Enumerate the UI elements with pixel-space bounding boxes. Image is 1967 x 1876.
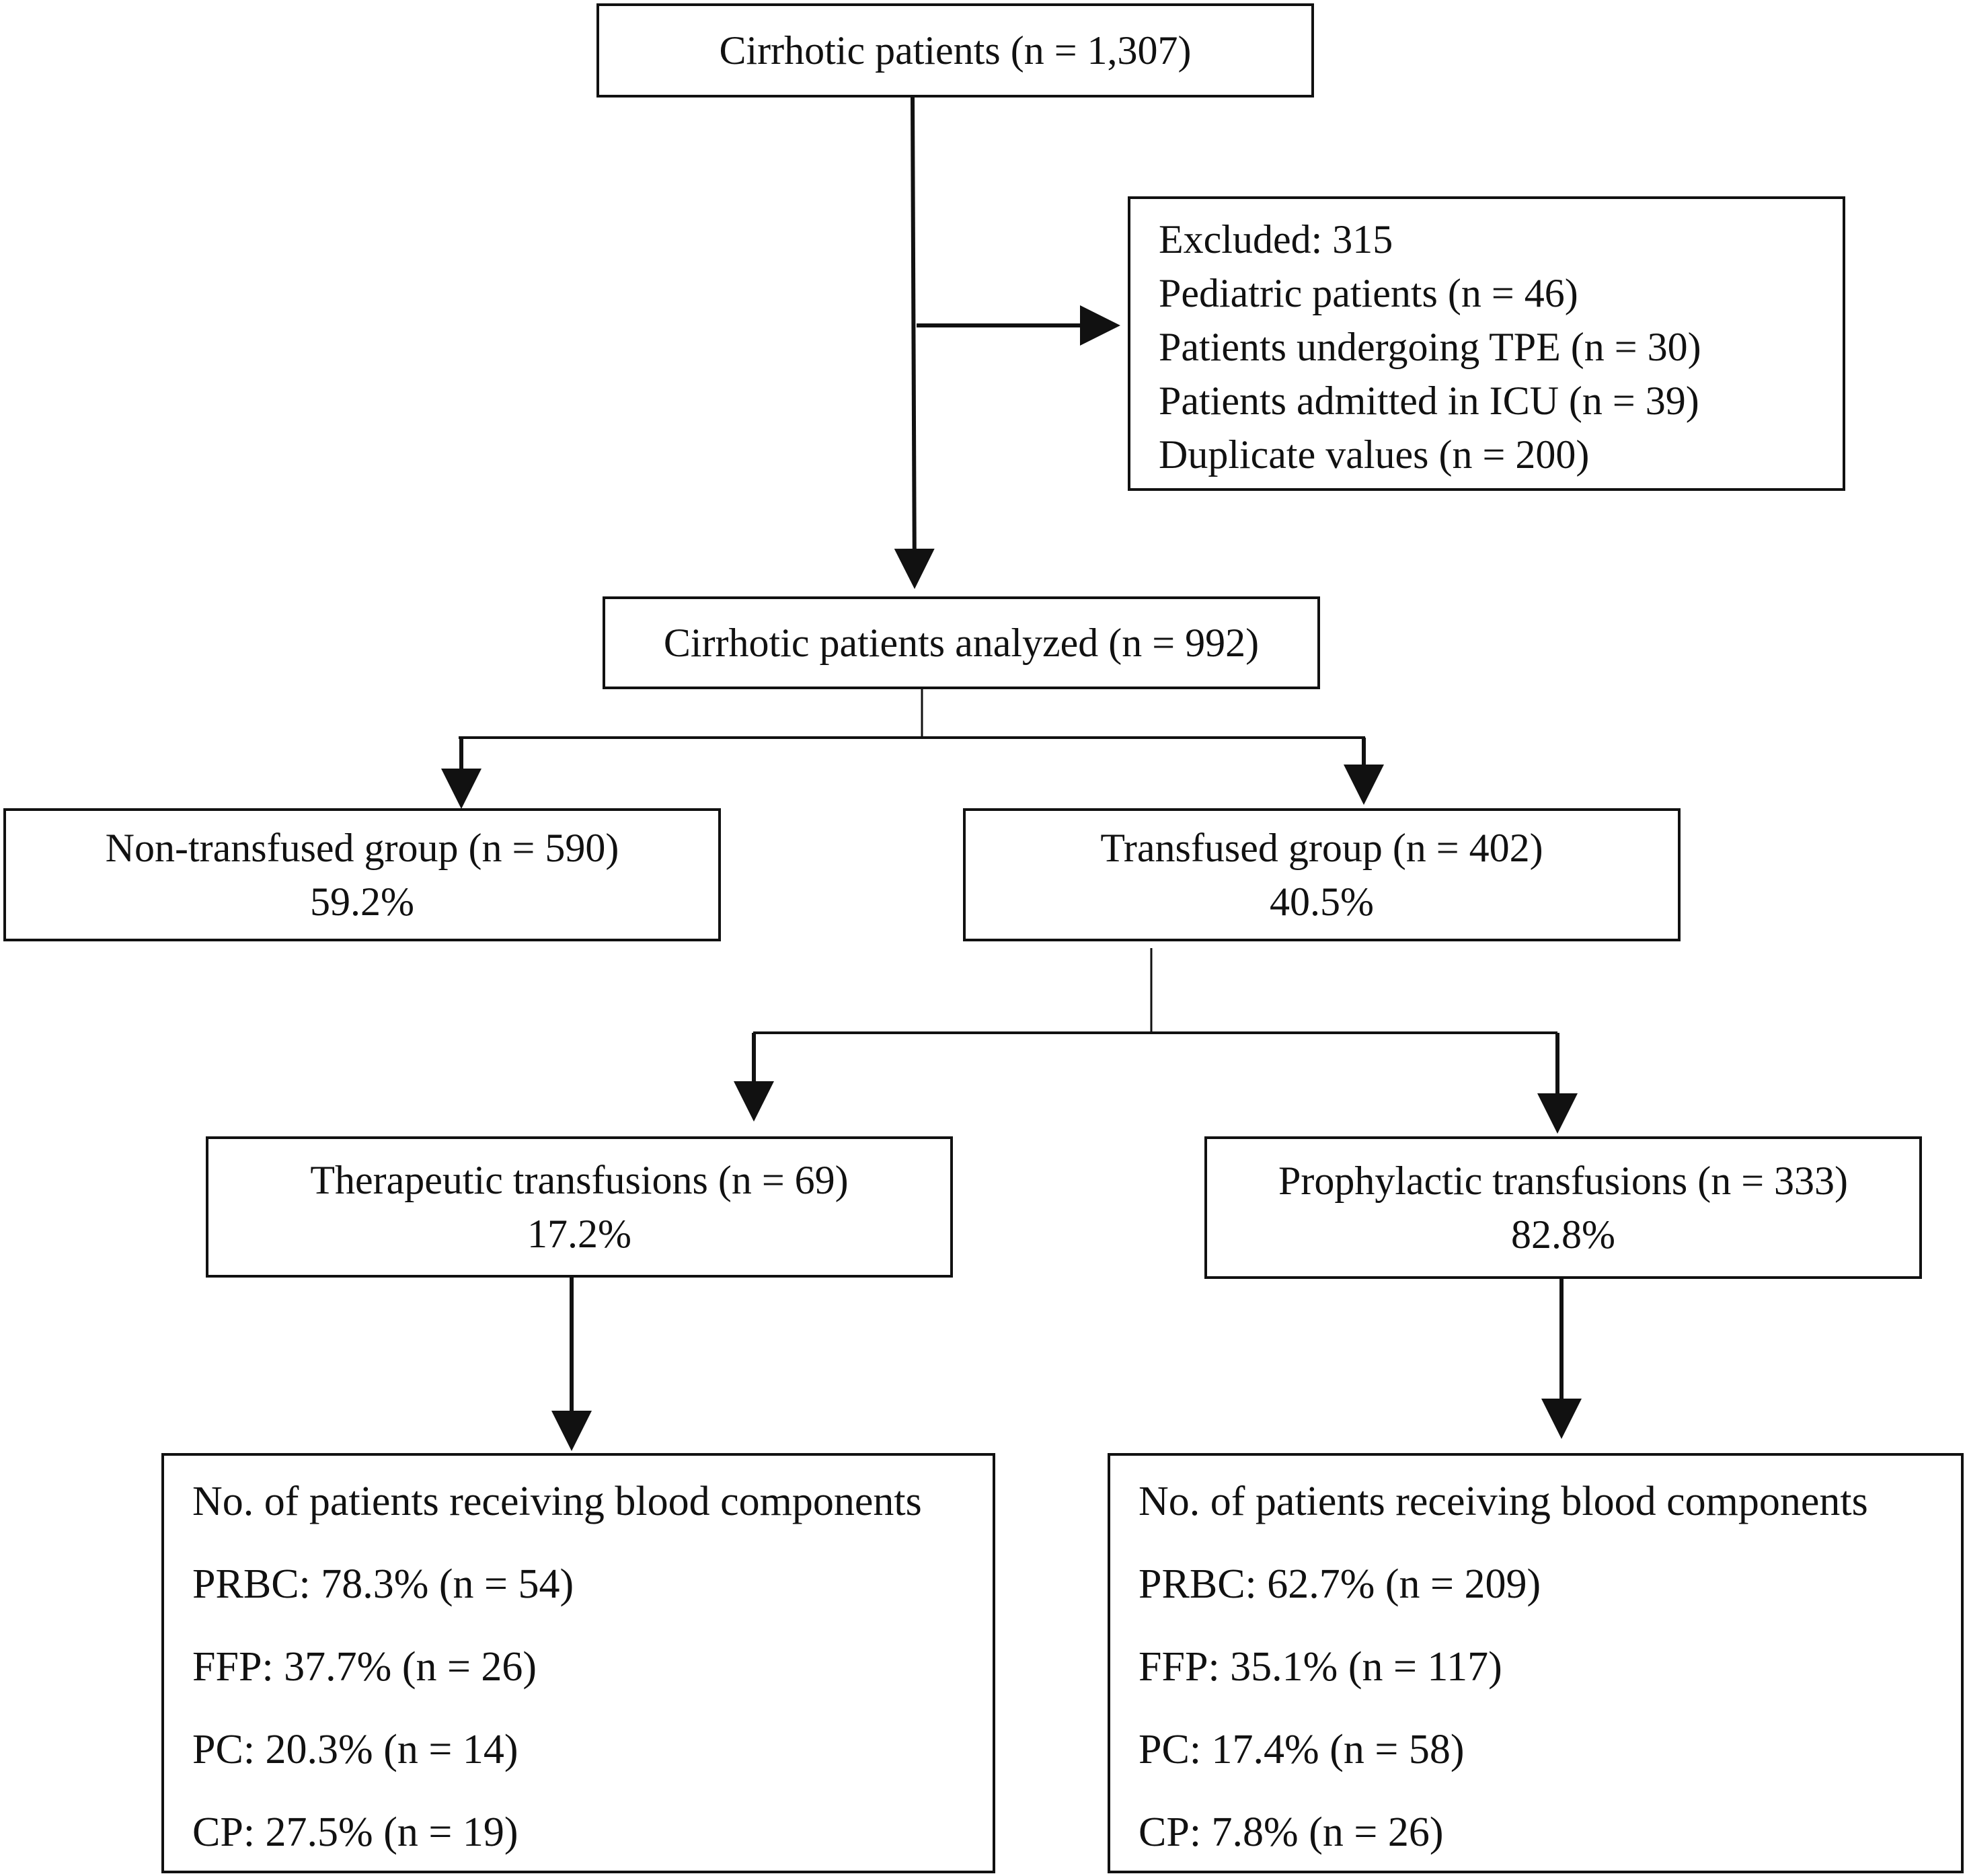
excluded-tpe: Patients undergoing TPE (n = 30) <box>1159 325 1701 369</box>
therapeutic-prbc: PRBC: 78.3% (n = 54) <box>192 1561 574 1607</box>
therapeutic-box: Therapeutic transfusions (n = 69) 17.2% <box>206 1136 953 1278</box>
excluded-pediatric: Pediatric patients (n = 46) <box>1159 271 1578 315</box>
transfused-pct: 40.5% <box>1270 880 1374 924</box>
prophylactic-components-box: No. of patients receiving blood componen… <box>1108 1453 1964 1873</box>
total-patients-label: Cirrhotic patients (n = 1,307) <box>719 28 1192 73</box>
therapeutic-cp: CP: 27.5% (n = 19) <box>192 1809 518 1855</box>
excluded-box: Excluded: 315 Pediatric patients (n = 46… <box>1128 196 1845 491</box>
transfused-label: Transfused group (n = 402) <box>1100 826 1543 870</box>
transfused-box: Transfused group (n = 402) 40.5% <box>963 808 1681 941</box>
therapeutic-pct: 17.2% <box>527 1212 631 1256</box>
non-transfused-box: Non-transfused group (n = 590) 59.2% <box>3 808 721 941</box>
total-patients-box: Cirrhotic patients (n = 1,307) <box>596 3 1314 97</box>
prophylactic-components-heading: No. of patients receiving blood componen… <box>1139 1479 1868 1524</box>
excluded-duplicates: Duplicate values (n = 200) <box>1159 432 1590 477</box>
prophylactic-pc: PC: 17.4% (n = 58) <box>1139 1727 1465 1772</box>
therapeutic-components-heading: No. of patients receiving blood componen… <box>192 1479 922 1524</box>
therapeutic-label: Therapeutic transfusions (n = 69) <box>310 1158 849 1202</box>
prophylactic-pct: 82.8% <box>1511 1212 1615 1257</box>
analyzed-box: Cirrhotic patients analyzed (n = 992) <box>603 596 1320 689</box>
therapeutic-components-box: No. of patients receiving blood componen… <box>161 1453 995 1873</box>
non-transfused-label: Non-transfused group (n = 590) <box>105 826 619 870</box>
arrow-top-to-analyzed <box>894 97 935 589</box>
prophylactic-label: Prophylactic transfusions (n = 333) <box>1278 1159 1849 1203</box>
excluded-total: Excluded: 315 <box>1159 217 1393 262</box>
therapeutic-pc: PC: 20.3% (n = 14) <box>192 1727 518 1772</box>
prophylactic-cp: CP: 7.8% (n = 26) <box>1139 1809 1444 1855</box>
non-transfused-pct: 59.2% <box>310 880 414 924</box>
prophylactic-prbc: PRBC: 62.7% (n = 209) <box>1139 1561 1541 1607</box>
prophylactic-ffp: FFP: 35.1% (n = 117) <box>1139 1644 1502 1690</box>
excluded-icu: Patients admitted in ICU (n = 39) <box>1159 379 1699 423</box>
therapeutic-ffp: FFP: 37.7% (n = 26) <box>192 1644 537 1690</box>
analyzed-label: Cirrhotic patients analyzed (n = 992) <box>663 621 1260 665</box>
prophylactic-box: Prophylactic transfusions (n = 333) 82.8… <box>1204 1136 1922 1279</box>
